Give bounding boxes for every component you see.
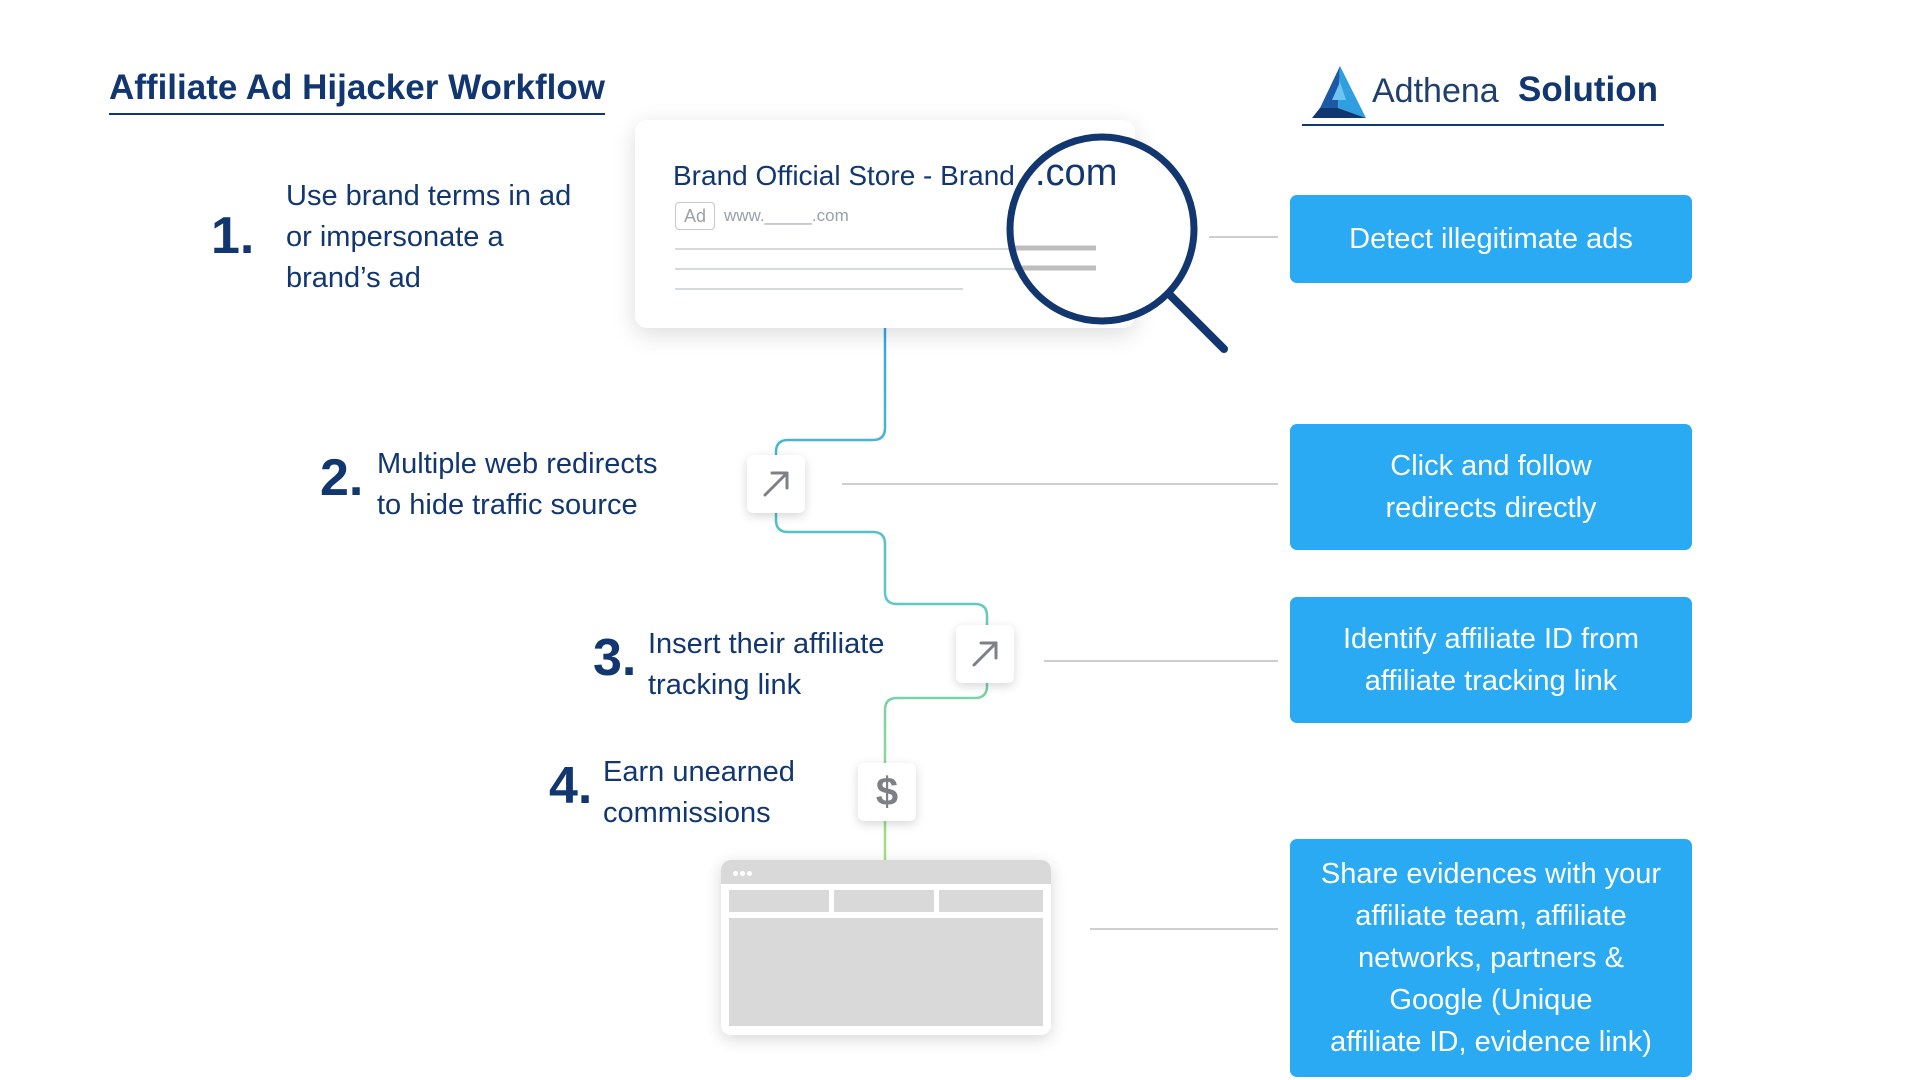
step-3-text: Insert their affiliate tracking link [648,624,884,706]
solution-box-detect: Detect illegitimate ads [1290,195,1692,283]
browser-window-icon [721,860,1051,1035]
step-3-number: 3. [593,629,637,687]
browser-cell [834,890,934,912]
ad-badge: Ad [675,202,715,230]
solution-line: Google (Unique [1389,984,1593,1016]
step-1-text: Use brand terms in ad or impersonate a b… [286,176,571,299]
browser-dot [733,871,738,876]
adthena-logo-icon [1312,66,1366,118]
browser-cell [939,890,1043,912]
step-2-text: Multiple web redirects to hide traffic s… [377,444,657,526]
step-1-line: Use brand terms in ad [286,180,572,212]
solution-box-affiliate-id: Identify affiliate ID from affiliate tra… [1290,597,1692,723]
step-4-line: Earn unearned [603,756,795,788]
solution-box-share-evidence: Share evidences with your affiliate team… [1290,839,1692,1077]
browser-cell [729,890,829,912]
ad-text-line [675,248,1095,250]
solution-line: affiliate tracking link [1364,665,1618,697]
page-title: Affiliate Ad Hijacker Workflow [109,68,605,115]
solution-line: networks, partners & [1358,942,1624,974]
step-4-line: commissions [603,797,771,829]
solution-line: Share evidences with your [1320,858,1662,890]
step-3-line: Insert their affiliate [648,628,885,660]
brand-header: Adthena Solution [1302,62,1664,126]
brand-suffix: Solution [1518,70,1658,109]
arrow-up-right-icon [763,471,789,497]
step-1-line: or impersonate a [286,221,504,253]
ad-title: Brand Official Store - Brand [673,160,1015,191]
solution-line: affiliate ID, evidence link) [1330,1026,1652,1058]
solution-box-redirects: Click and follow redirects directly [1290,424,1692,550]
solution-line: Detect illegitimate ads [1349,223,1633,255]
magnified-domain: .com [1035,152,1118,194]
redirect-tile-1 [747,455,805,513]
browser-dot [747,871,752,876]
step-4-text: Earn unearned commissions [603,752,795,834]
arrow-up-right-icon [972,641,998,667]
browser-dot [740,871,745,876]
solution-line: Identify affiliate ID from [1342,623,1640,655]
magnifying-glass-icon [1006,133,1228,353]
ad-text-line [675,288,963,290]
step-3-line: tracking link [648,669,802,701]
workflow-path [774,328,989,862]
step-2-number: 2. [320,449,364,507]
browser-body [729,918,1043,1026]
step-2-line: to hide traffic source [377,489,638,521]
dollar-tile: $ [858,763,916,821]
step-1-line: brand’s ad [286,262,421,294]
ad-text-line [675,268,1095,270]
solution-line: redirects directly [1385,492,1597,524]
ad-url: www._____.com [724,206,849,225]
dollar-icon: $ [875,770,899,814]
solution-line: affiliate team, affiliate [1355,900,1627,932]
solution-line: Click and follow [1390,450,1592,482]
brand-name: Adthena [1372,72,1499,110]
step-4-number: 4. [549,757,593,815]
browser-title-bar [721,860,1051,884]
redirect-tile-2 [956,625,1014,683]
step-2-line: Multiple web redirects [377,448,658,480]
step-1-number: 1. [211,207,255,265]
